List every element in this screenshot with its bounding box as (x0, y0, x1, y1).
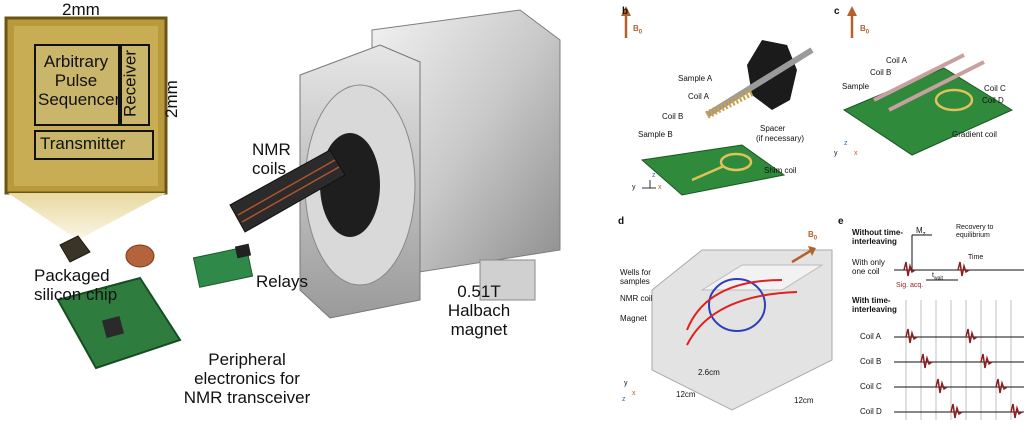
chip-height-label: 2mm (162, 80, 181, 118)
panel-e-plots (894, 234, 1024, 420)
panel-e-twait: twait (932, 272, 943, 282)
panel-b-letter: b (622, 6, 629, 17)
relays-label: Relays (256, 272, 308, 291)
transmitter-block (34, 130, 154, 160)
panel-e-twait-sub: wait (933, 275, 943, 282)
panel-c-field-text: B (860, 24, 866, 33)
sequencer-block (34, 44, 120, 126)
panel-e-coil-a: Coil A (860, 332, 881, 341)
panel-b-field: B0 (633, 24, 642, 38)
panel-e-one-coil: With only one coil (852, 258, 885, 276)
receiver-block (120, 44, 150, 126)
panel-b: b B0 Sample A Coil A Coil B Sample B Spa… (612, 0, 834, 210)
photo-panel: Arbitrary Pulse Sequencer Receiver Trans… (4, 0, 561, 407)
panel-c-axis-z: z (844, 140, 848, 147)
packaged-chip-label: Packaged silicon chip (34, 266, 118, 304)
panel-d-nmr-coil: NMR coil (620, 294, 653, 303)
axes-b (642, 180, 656, 189)
panel-e-time: Time (968, 254, 984, 261)
panel-c: c B0 Coil A Coil B Sample Coil C Coil D … (834, 0, 1024, 210)
panel-d-field-sub: 0 (813, 235, 818, 242)
magnet-label: 0.51T Halbach magnet (447, 282, 511, 339)
packaged-chip-shape (59, 235, 91, 263)
penny (125, 244, 155, 268)
pcb-c (842, 67, 1014, 156)
panel-d-magnet: Magnet (620, 314, 647, 323)
panel-c-illustration (842, 6, 1014, 156)
panel-e-letter: e (838, 216, 844, 227)
panel-c-field-sub: 0 (865, 29, 870, 36)
panel-c-coil-c: Coil C (984, 84, 1006, 93)
panel-b-illustration (621, 6, 814, 196)
panel-c-letter: c (834, 6, 840, 17)
panel-c-axis-x: x (854, 150, 858, 157)
panel-b-coil-b: Coil B (662, 112, 684, 121)
panel-d-axis-z: z (622, 396, 626, 403)
peripheral-label: Peripheral electronics for NMR transceiv… (183, 350, 311, 407)
panel-d: d B0 Wells for samples NMR coil Magnet 2… (612, 210, 836, 427)
panel-b-axis-x: x (658, 184, 662, 191)
panel-b-sample-a: Sample A (678, 74, 713, 83)
panel-e: e Without time-interleaving Mz Recovery … (836, 210, 1024, 427)
transmitter-block-label: Transmitter (40, 134, 126, 153)
panel-d-wells: Wells for samples (620, 268, 651, 286)
panel-c-coil-b: Coil B (870, 68, 892, 77)
panel-e-with-title: With time-interleaving (852, 296, 897, 314)
panel-c-sample: Sample (842, 82, 870, 91)
receiver-block-label: Receiver (120, 49, 140, 118)
panel-c-gradient-coil: Gradient coil (952, 130, 997, 139)
panel-e-coil-c: Coil C (860, 382, 882, 391)
panel-b-sample-b: Sample B (638, 130, 673, 139)
panel-d-field-text: B (808, 230, 814, 239)
nmr-coils-label: NMR coils (252, 140, 291, 178)
panel-b-field-sub: 0 (638, 29, 643, 36)
panel-b-axis-z: z (652, 172, 656, 179)
panel-e-twait-text: t (932, 272, 934, 279)
panel-d-dim-length: 12cm (794, 396, 814, 405)
sequencer-block-label: Arbitrary Pulse Sequencer (38, 52, 121, 109)
panel-c-field: B0 (860, 24, 869, 38)
panel-e-recovery: Recovery to equilibrium (956, 224, 994, 239)
panel-b-field-text: B (633, 24, 639, 33)
panel-d-field: B0 (808, 230, 817, 244)
panel-d-illustration (651, 246, 833, 411)
panel-c-coil-a: Coil A (886, 56, 907, 65)
zoom-beam (8, 193, 166, 240)
panel-c-axis-y: y (834, 150, 838, 157)
panel-b-coil-a: Coil A (688, 92, 709, 101)
panel-d-dim-depth: 12cm (676, 390, 696, 399)
panel-d-letter: d (618, 216, 625, 227)
panel-b-spacer: Spacer (760, 124, 786, 133)
panel-b-axis-y: y (632, 184, 636, 191)
panel-c-coil-d: Coil D (982, 96, 1004, 105)
panel-e-sig-acq: Sig. acq. (896, 282, 924, 289)
panel-e-coil-d: Coil D (860, 407, 882, 416)
chip-width-label: 2mm (62, 0, 100, 19)
panel-e-mz: Mz (916, 226, 926, 240)
panel-d-axis-x: x (632, 390, 636, 397)
panel-e-mz-text: M (916, 226, 923, 235)
panel-b-shim-coil: Shim coil (764, 166, 797, 175)
panel-d-axis-y: y (624, 380, 628, 387)
panel-e-without-title: Without time-interleaving (852, 228, 904, 246)
panel-e-coil-b: Coil B (860, 357, 882, 366)
panel-d-dim-width: 2.6cm (698, 368, 720, 377)
panel-b-spacer-note: (if necessary) (756, 134, 805, 143)
panel-e-mz-sub: z (922, 231, 926, 238)
coil-traces (894, 336, 1024, 413)
